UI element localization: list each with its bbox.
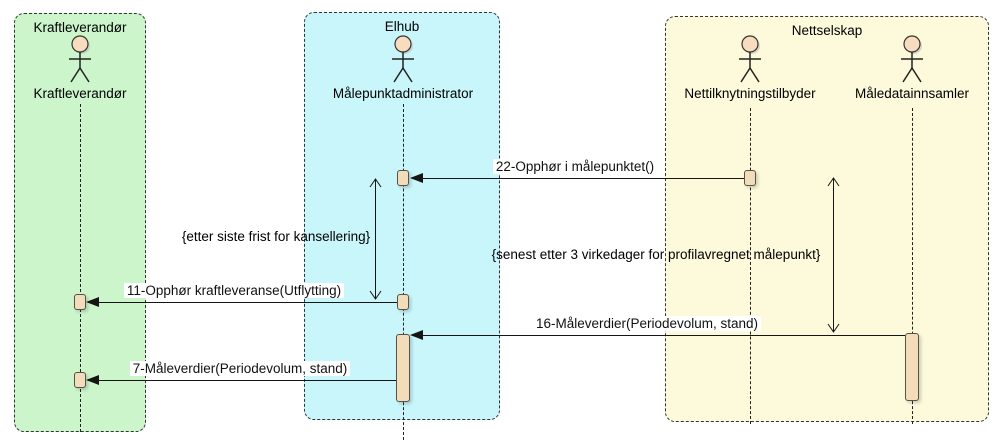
lifeline-malepunktadministrator bbox=[403, 104, 404, 440]
actor-name-malepunktadministrator: Målepunktadministrator bbox=[332, 86, 474, 101]
activation-box bbox=[74, 294, 86, 310]
activation-box bbox=[744, 170, 756, 186]
arrowhead-icon bbox=[410, 173, 423, 183]
arrowhead-icon bbox=[86, 375, 99, 385]
message-label-16: 16-Måleverdier(Periodevolum, stand) bbox=[497, 316, 797, 331]
message-line-7 bbox=[88, 380, 396, 381]
actor-name-nettilknytningstilbyder: Nettilknytningstilbyder bbox=[684, 86, 816, 101]
lifeline-maledatainnsamler bbox=[912, 108, 913, 424]
lane-title: Kraftleverandør bbox=[33, 20, 127, 35]
activation-box bbox=[397, 294, 409, 310]
lane-title: Nettselskap bbox=[791, 23, 863, 38]
message-label-11: 11-Opphør kraftleveranse(Utflytting) bbox=[84, 283, 384, 298]
actor-name-maledatainnsamler: Måledatainnsamler bbox=[854, 86, 970, 101]
lane-nettselskap: Nettselskap bbox=[665, 16, 989, 422]
message-label-7: 7-Måleverdier(Periodevolum, stand) bbox=[90, 361, 390, 376]
actor-name-kraftleverandor: Kraftleverandør bbox=[33, 86, 127, 101]
message-line-16 bbox=[412, 335, 905, 336]
constraint-virkedager: {senest etter 3 virkedager for profilavr… bbox=[491, 247, 821, 262]
lifeline-kraftleverandor bbox=[80, 104, 81, 432]
lane-title: Elhub bbox=[384, 19, 420, 34]
activation-bar-malepunktadministrator bbox=[396, 334, 410, 402]
activation-box bbox=[74, 372, 86, 388]
message-label-22: 22-Opphør i målepunktet() bbox=[425, 159, 725, 174]
activation-box bbox=[397, 170, 409, 186]
arrowhead-icon bbox=[410, 330, 423, 340]
actor-icon bbox=[392, 35, 414, 83]
activation-bar-maledatainnsamler bbox=[905, 333, 919, 401]
message-line-11 bbox=[88, 302, 397, 303]
actor-icon bbox=[69, 35, 91, 83]
constraint-kansellering: {etter siste frist for kansellering} bbox=[181, 229, 371, 244]
lifeline-nettilknytningstilbyder bbox=[750, 108, 751, 424]
message-line-22 bbox=[412, 178, 744, 179]
arrowhead-icon bbox=[86, 297, 99, 307]
actor-icon bbox=[901, 35, 923, 83]
actor-icon bbox=[739, 35, 761, 83]
